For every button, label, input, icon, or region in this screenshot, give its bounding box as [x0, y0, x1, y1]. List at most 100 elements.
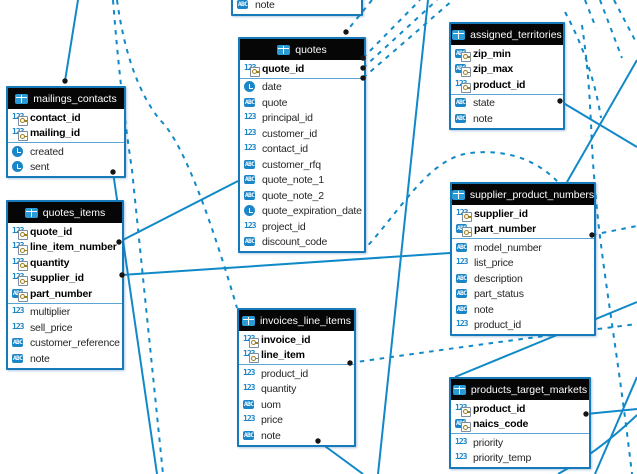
primary-key-section: contact_idmailing_id	[8, 109, 124, 142]
column-supplier_id[interactable]: supplier_id	[452, 206, 594, 222]
relationship-line-dashed[interactable]	[564, 11, 602, 119]
table-header[interactable]: products_target_markets	[451, 379, 589, 400]
column-note[interactable]: note	[451, 111, 563, 127]
column-product_id[interactable]: product_id	[451, 401, 589, 417]
column-name: date	[262, 81, 282, 94]
relationship-line[interactable]	[594, 376, 637, 474]
relationship-line-dashed[interactable]	[362, 0, 454, 79]
column-discount_code[interactable]: discount_code	[240, 235, 364, 251]
table-mailings_contacts[interactable]: mailings_contactscontact_idmailing_idcre…	[6, 86, 126, 178]
relationship-line-dashed[interactable]	[584, 0, 597, 29]
column-quantity[interactable]: quantity	[8, 255, 122, 271]
number-icon	[243, 414, 259, 426]
column-quote_expiration_date[interactable]: quote_expiration_date	[240, 204, 364, 220]
column-zip_min[interactable]: zip_min	[451, 46, 563, 62]
column-uom[interactable]: uom	[239, 397, 354, 413]
relationship-line[interactable]	[585, 408, 637, 415]
column-name: product_id	[474, 319, 522, 332]
table-assigned_territories[interactable]: assigned_territorieszip_minzip_maxproduc…	[449, 22, 565, 130]
column-quantity[interactable]: quantity	[239, 382, 354, 398]
column-name: part_number	[30, 287, 92, 300]
primary-key-section: supplier_idpart_number	[452, 205, 594, 238]
column-line_item_number[interactable]: line_item_number	[8, 240, 122, 256]
table-header[interactable]: quotes_items	[8, 202, 122, 223]
column-sell_price[interactable]: sell_price	[8, 320, 122, 336]
column-quote_id[interactable]: quote_id	[240, 61, 364, 77]
column-sent[interactable]: sent	[8, 160, 124, 176]
table-header[interactable]: supplier_product_numbers	[452, 184, 594, 205]
column-price[interactable]: price	[239, 413, 354, 429]
column-name: discount_code	[262, 236, 328, 249]
number-key-icon	[243, 349, 259, 364]
column-quote_note_2[interactable]: quote_note_2	[240, 188, 364, 204]
column-customer_reference[interactable]: customer_reference	[8, 336, 122, 352]
column-contact_id[interactable]: contact_id	[8, 110, 124, 126]
column-created[interactable]: created	[8, 144, 124, 160]
column-date[interactable]: date	[240, 80, 364, 96]
column-multiplier[interactable]: multiplier	[8, 305, 122, 321]
column-description[interactable]: description	[452, 271, 594, 287]
column-note[interactable]: note	[239, 428, 354, 444]
column-project_id[interactable]: project_id	[240, 219, 364, 235]
column-note[interactable]: note	[452, 302, 594, 318]
column-customer_id[interactable]: customer_id	[240, 126, 364, 142]
relationship-line-dashed[interactable]	[591, 225, 637, 236]
table-quotes[interactable]: quotesquote_iddatequoteprincipal_idcusto…	[238, 37, 366, 253]
column-priority_temp[interactable]: priority_temp	[451, 451, 589, 467]
relationship-line[interactable]	[566, 59, 637, 183]
column-contact_id[interactable]: contact_id	[240, 142, 364, 158]
relationship-line[interactable]	[118, 180, 239, 243]
column-name: quantity	[30, 256, 70, 269]
relationship-line[interactable]	[121, 252, 451, 276]
column-naics_code[interactable]: naics_code	[451, 417, 589, 433]
relationship-line-dashed[interactable]	[362, 0, 438, 69]
column-note[interactable]: note	[8, 351, 122, 367]
column-name: principal_id	[262, 112, 313, 125]
number-icon	[455, 452, 471, 464]
relationship-line[interactable]	[377, 0, 429, 474]
table-header[interactable]: invoices_line_items	[239, 310, 354, 331]
column-note[interactable]: note	[233, 0, 361, 13]
text-key-icon	[455, 48, 471, 62]
column-priority[interactable]: priority	[451, 435, 589, 451]
relationship-line[interactable]	[64, 0, 79, 82]
column-product_id[interactable]: product_id	[451, 77, 563, 93]
table-header[interactable]: mailings_contacts	[8, 88, 124, 109]
column-quote_id[interactable]: quote_id	[8, 224, 122, 240]
column-state[interactable]: state	[451, 96, 563, 112]
table-header[interactable]: assigned_territories	[451, 24, 563, 45]
table-icon	[24, 207, 38, 218]
column-quote_note_1[interactable]: quote_note_1	[240, 173, 364, 189]
column-line_item[interactable]: line_item	[239, 348, 354, 364]
number-icon	[12, 306, 28, 318]
relationship-line-dashed[interactable]	[116, 0, 238, 309]
column-product_id[interactable]: product_id	[452, 318, 594, 334]
relationship-line-dashed[interactable]	[599, 0, 623, 59]
column-part_status[interactable]: part_status	[452, 287, 594, 303]
table-products_target_markets[interactable]: products_target_marketsproduct_idnaics_c…	[449, 377, 591, 469]
column-product_id[interactable]: product_id	[239, 366, 354, 382]
relationship-line-dashed[interactable]	[362, 0, 421, 59]
table-quotes_items[interactable]: quotes_itemsquote_idline_item_numberquan…	[6, 200, 124, 370]
column-part_number[interactable]: part_number	[452, 222, 594, 238]
column-invoice_id[interactable]: invoice_id	[239, 332, 354, 348]
column-zip_max[interactable]: zip_max	[451, 62, 563, 78]
column-list_price[interactable]: list_price	[452, 256, 594, 272]
column-supplier_id[interactable]: supplier_id	[8, 271, 122, 287]
relationship-line[interactable]	[559, 100, 637, 148]
primary-key-section: invoice_idline_item	[239, 331, 354, 364]
table-supplier_product_numbers[interactable]: supplier_product_numberssupplier_idpart_…	[450, 182, 596, 336]
table-header[interactable]: quotes	[240, 39, 364, 60]
column-model_number[interactable]: model_number	[452, 240, 594, 256]
table-partial-0[interactable]: note	[231, 0, 363, 16]
column-quote[interactable]: quote	[240, 95, 364, 111]
column-name: product_id	[473, 78, 526, 91]
relationship-line-dashed[interactable]	[613, 0, 637, 45]
column-part_number[interactable]: part_number	[8, 286, 122, 302]
column-customer_rfq[interactable]: customer_rfq	[240, 157, 364, 173]
column-principal_id[interactable]: principal_id	[240, 111, 364, 127]
table-invoices_line_items[interactable]: invoices_line_itemsinvoice_idline_itempr…	[237, 308, 356, 447]
column-mailing_id[interactable]: mailing_id	[8, 126, 124, 142]
